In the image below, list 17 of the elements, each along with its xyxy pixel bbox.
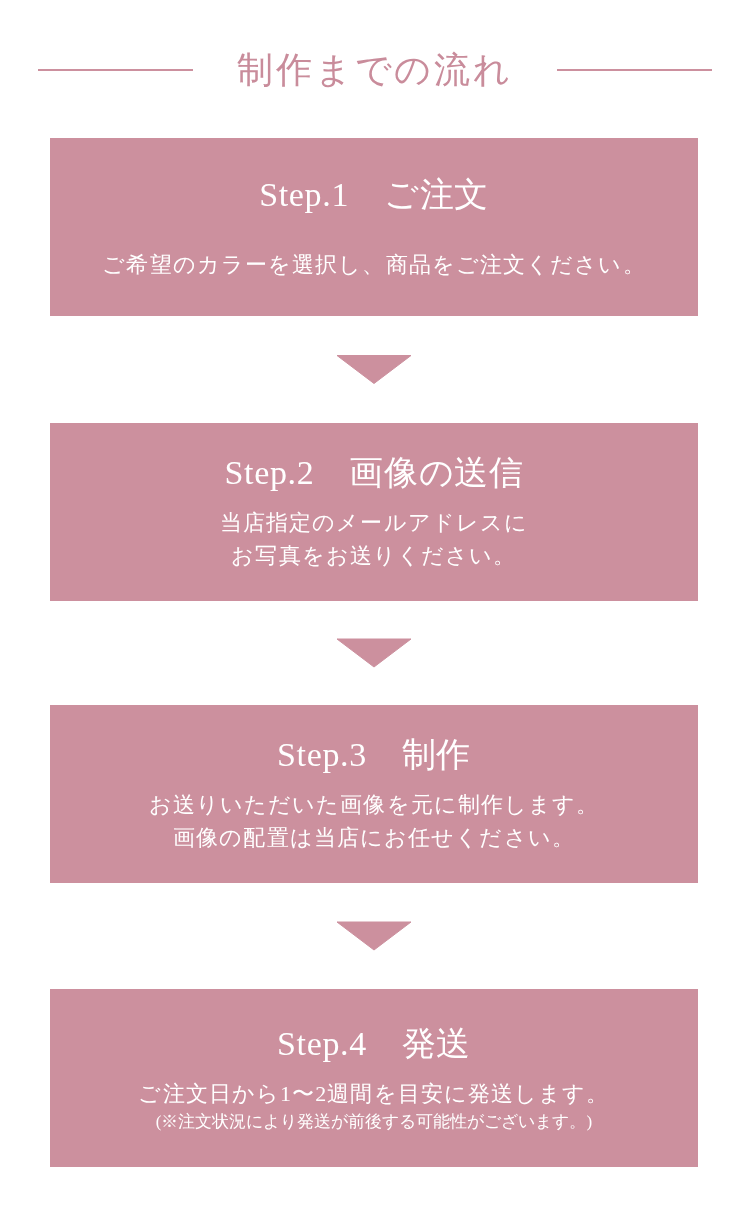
note-text: (※注文状況により発送が前後する可能性がございます。) bbox=[155, 1110, 593, 1133]
step-heading: Step.3 制作 bbox=[276, 735, 472, 775]
step-description: ご注文日から1〜2週間を目安に発送します。 bbox=[138, 1079, 610, 1108]
arrow bbox=[336, 921, 412, 951]
step-description: 当店指定のメールアドレスにお写真をお送りください。 bbox=[218, 509, 530, 570]
step-heading: Step.2 画像の送信 bbox=[224, 453, 524, 493]
step-heading: Step.1 ご注文 bbox=[259, 174, 489, 215]
step-heading: Step.4 発送 bbox=[276, 1023, 472, 1064]
step-description: ご希望のカラーを選択し、商品をご注文ください。 bbox=[102, 250, 646, 279]
step-box bbox=[50, 705, 698, 883]
step-box bbox=[50, 423, 698, 601]
arrow bbox=[336, 355, 412, 384]
step-description: お送りいただいた画像を元に制作します。画像の配置は当店にお任せください。 bbox=[147, 791, 601, 852]
step-box bbox=[50, 138, 698, 316]
title: 制作までの流れ bbox=[236, 49, 514, 92]
arrow bbox=[336, 638, 412, 668]
step-box bbox=[50, 989, 698, 1167]
